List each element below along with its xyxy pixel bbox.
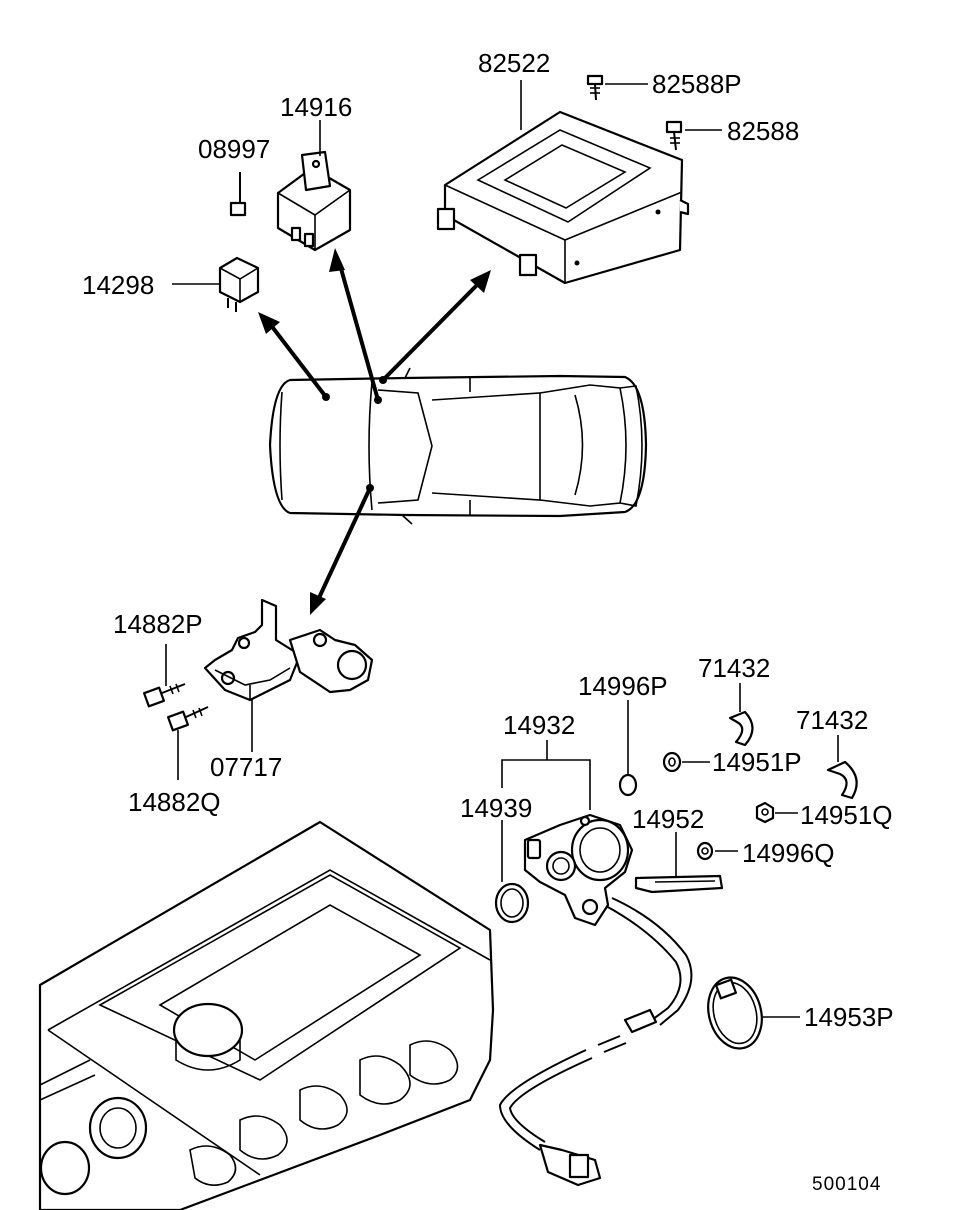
sensor-14932[interactable]	[523, 813, 634, 927]
label-82588: 82588	[727, 116, 799, 146]
label-82522: 82522	[478, 48, 550, 78]
arrow-to-14298	[258, 312, 330, 401]
label-14951Q: 14951Q	[800, 800, 893, 830]
screw-82588[interactable]	[665, 120, 683, 151]
screw-82588P[interactable]	[586, 74, 604, 101]
label-14996Q: 14996Q	[742, 838, 835, 868]
nut-14951Q[interactable]	[755, 801, 775, 824]
vehicle-outline	[268, 367, 648, 525]
label-82588P: 82588P	[652, 69, 742, 99]
label-14298: 14298	[82, 270, 154, 300]
clip-71432-a[interactable]	[728, 710, 754, 747]
washer-14996P[interactable]	[618, 773, 638, 797]
label-14916: 14916	[280, 92, 352, 122]
label-71432-a: 71432	[698, 653, 770, 683]
label-07717: 07717	[210, 752, 282, 782]
clip-71432-b[interactable]	[826, 760, 858, 800]
clamp-14953P[interactable]	[701, 971, 770, 1054]
relay-14298[interactable]	[218, 256, 260, 312]
washer-14951P[interactable]	[662, 751, 682, 773]
bolt-08997[interactable]	[229, 172, 247, 217]
o-ring-14939[interactable]	[494, 882, 530, 924]
arrow-to-bracket	[310, 484, 374, 615]
bolt-14882P[interactable]	[142, 683, 186, 708]
label-14951P: 14951P	[712, 747, 802, 777]
washer-14996Q[interactable]	[696, 841, 714, 861]
label-14953P: 14953P	[804, 1002, 894, 1032]
label-08997: 08997	[198, 134, 270, 164]
label-14882Q: 14882Q	[128, 787, 221, 817]
label-14932: 14932	[503, 710, 575, 740]
label-14882P: 14882P	[113, 609, 203, 639]
diagram-code: 500104	[812, 1174, 881, 1195]
label-14996P: 14996P	[578, 671, 668, 701]
sensor-bracket-07717[interactable]	[203, 598, 374, 702]
arrow-to-14916	[329, 248, 382, 404]
cable-connector[interactable]	[538, 1143, 602, 1187]
plate-14952[interactable]	[634, 874, 724, 894]
engine-cylinder-head	[38, 820, 495, 1210]
arrow-to-ecu	[379, 270, 491, 384]
ecu-module[interactable]	[436, 110, 690, 285]
label-14952: 14952	[632, 804, 704, 834]
relay-14916[interactable]	[276, 150, 352, 252]
label-14939: 14939	[460, 793, 532, 823]
label-71432-b: 71432	[796, 705, 868, 735]
bolt-14882Q[interactable]	[166, 706, 209, 732]
sensor-cable	[498, 897, 693, 1151]
